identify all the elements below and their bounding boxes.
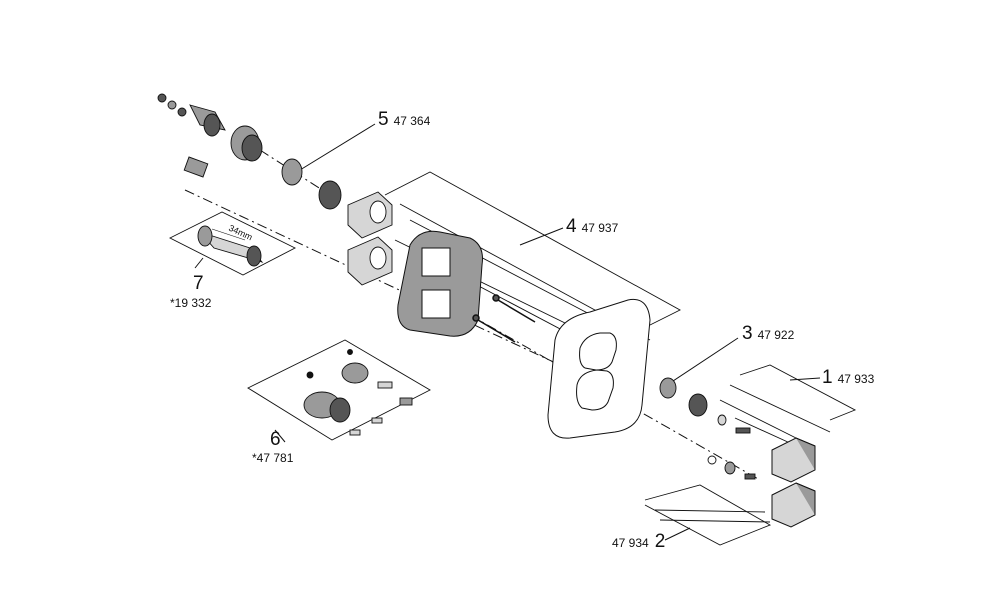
callout-number-1: 1 [822,367,833,388]
callout-number-4: 4 [566,216,577,237]
cartridge-box-6 [247,339,431,441]
handles [771,437,816,528]
escutcheon-faceplate [547,298,651,439]
mounting-screws [472,294,536,343]
leader-line-6 [274,429,286,443]
leader-line-3 [669,337,739,384]
sleeves [347,191,393,286]
callout-number-6: 6 [270,429,281,450]
callout-number-2: 2 [654,531,666,552]
thermostat-cartridge-assembly [157,93,342,210]
callout-2: 47 934 2 [612,532,665,551]
backplate [397,230,483,337]
callout-number-3: 3 [742,323,753,344]
part-code-6: *47 781 [252,451,294,465]
part-code-3: 47 922 [757,328,795,342]
frame-group-2 [644,484,772,546]
callout-number-5: 5 [378,109,389,130]
callout-5: 5 47 364 [378,110,430,129]
callout-number-7: 7 [193,273,204,294]
leader-line-7 [194,257,204,269]
part-code-5: 47 364 [393,114,431,128]
callout-3: 3 47 922 [742,324,794,343]
part-code-2: 47 934 [612,536,649,550]
frame-group-1 [719,364,857,446]
part-code-4: 47 937 [581,221,619,235]
callout-1: 1 47 933 [822,368,874,387]
part-code-1: 47 933 [837,372,875,386]
leader-line-2 [664,527,691,541]
leader-line-1 [789,377,821,381]
leader-line-4 [519,227,564,246]
adapter-set-3 [659,377,756,480]
callout-4: 4 47 937 [566,217,618,236]
tool-box-7 [168,211,296,276]
part-code-7: *19 332 [170,296,212,310]
leader-line-5 [299,123,376,171]
